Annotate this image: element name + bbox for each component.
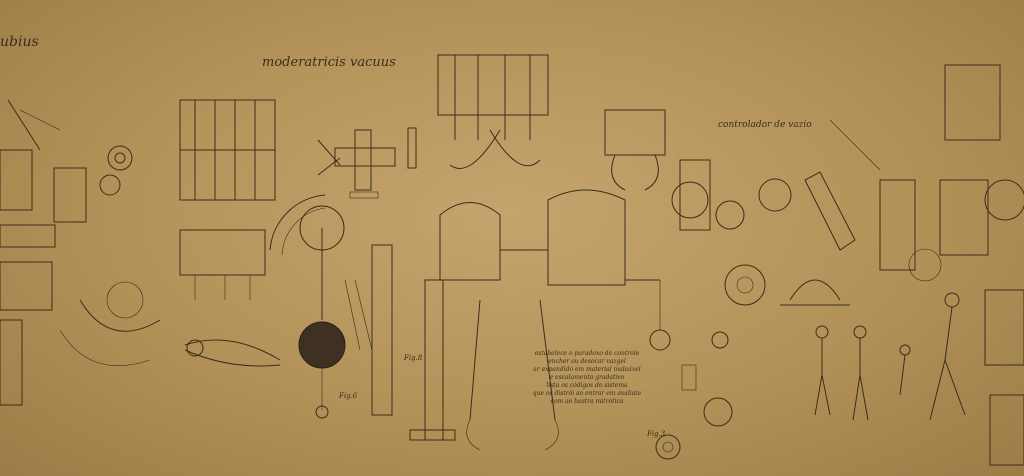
- figure-mark-b: Fig.6: [339, 392, 358, 400]
- caption-line: ar expandido em material maleável: [533, 366, 641, 373]
- label-moderatricis-vacuus: moderatricis vacuus: [262, 55, 396, 70]
- claw-machine: [604, 109, 666, 191]
- tongs-drawing: [184, 339, 281, 367]
- caption-line: lista os códigos do sistema: [546, 382, 628, 389]
- left-machine-cluster: [0, 99, 161, 406]
- caption-line: encher ou desocar vazgel: [548, 358, 626, 365]
- label-controlador-de-vazio: controlador de vazio: [718, 120, 812, 130]
- caption-line: com ao bastra mitrótica: [550, 398, 624, 405]
- valve-drawing: [317, 127, 417, 199]
- frame-machine: [179, 99, 276, 300]
- center-caption: estabelece o paradoxo de controle encher…: [527, 350, 647, 406]
- human-figures: [814, 292, 966, 421]
- caption-line: que os distrói ao entrar em avaliate: [532, 390, 642, 397]
- gripper-assemblies: [439, 189, 671, 451]
- gear-trains: [671, 159, 792, 427]
- caption-line: estabelece o paradoxo de controle: [534, 350, 640, 357]
- right-edge-machines: [879, 64, 1024, 466]
- column-machines: [344, 244, 456, 441]
- pendulum-diagram: [269, 194, 346, 419]
- upper-frame: [437, 54, 549, 169]
- figure-mark-c: Fig.3: [647, 430, 666, 438]
- tube-apparatus: [780, 119, 881, 306]
- label-ubius: ubius: [0, 34, 39, 50]
- gauges: [655, 364, 697, 460]
- caption-line: e escalamento gradativo: [549, 374, 625, 381]
- figure-mark-a: Fig.8: [404, 354, 423, 362]
